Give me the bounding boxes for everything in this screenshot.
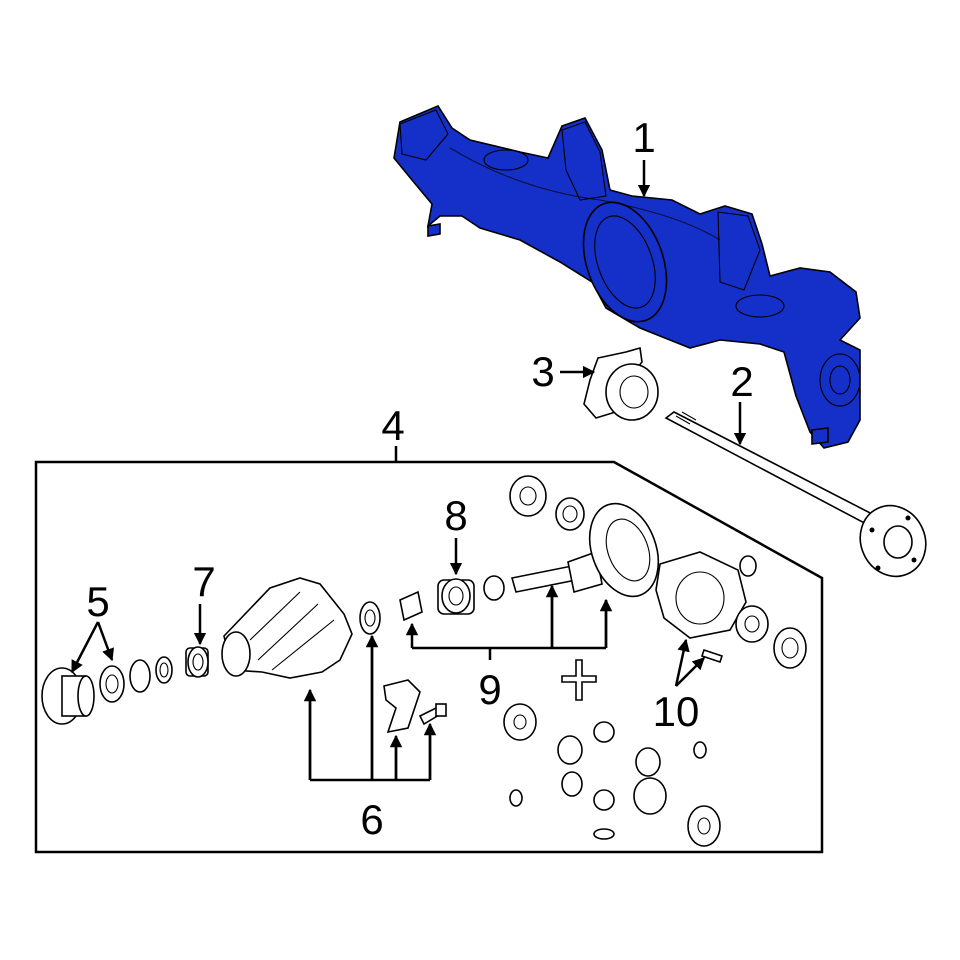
stud-left <box>427 223 441 237</box>
dust-deflector[interactable] <box>129 659 151 693</box>
diff-cover-opening <box>594 215 656 309</box>
case-bolt[interactable] <box>700 648 724 664</box>
carrier-neck <box>221 631 251 677</box>
pinion-seal-ring <box>99 665 125 703</box>
pinion-seal[interactable] <box>99 665 125 703</box>
callout-5: 5 <box>86 578 109 625</box>
flange-right <box>819 353 861 407</box>
case-bearing-race[interactable] <box>773 627 807 669</box>
diff-cover-flange <box>582 201 668 323</box>
small-washer[interactable] <box>693 741 707 759</box>
upper-bracket-right <box>717 211 761 291</box>
leader-10b <box>675 657 705 687</box>
axle-shaft-hub <box>883 525 913 559</box>
assembly-frame <box>34 460 824 854</box>
callout-6: 6 <box>360 796 383 843</box>
side-gear-washer[interactable] <box>503 703 537 741</box>
axle-shaft[interactable] <box>664 411 937 587</box>
callout-3: 3 <box>531 348 554 395</box>
flange-left <box>399 109 449 161</box>
front-pinion-bearing[interactable] <box>185 646 209 678</box>
callout-9: 9 <box>478 666 501 713</box>
drive-pinion[interactable] <box>510 550 603 594</box>
differential-case[interactable] <box>655 551 757 639</box>
lock-plate[interactable] <box>593 828 615 840</box>
case-washer[interactable] <box>687 805 721 847</box>
oil-slinger[interactable] <box>155 656 173 684</box>
axle-housing[interactable] <box>393 105 861 449</box>
case-bearing[interactable] <box>735 605 769 643</box>
leader-10a <box>674 638 690 687</box>
carrier-washer[interactable] <box>359 601 381 635</box>
leader-5a <box>70 621 100 674</box>
retainer-bearing <box>605 363 659 421</box>
thrust-washer-lower[interactable] <box>593 789 615 811</box>
spring-seat-right <box>735 294 785 318</box>
thrust-washer-small[interactable] <box>509 789 523 807</box>
callout-4: 4 <box>381 402 404 449</box>
callout-10: 10 <box>653 688 700 735</box>
differential-carrier[interactable] <box>221 577 353 679</box>
thrust-washer-upper[interactable] <box>593 721 615 743</box>
callout-1: 1 <box>632 114 655 161</box>
upper-bracket-left <box>561 121 607 201</box>
spider-gear[interactable] <box>633 777 667 815</box>
pinion-gear-lower[interactable] <box>561 771 583 797</box>
bearing-cap[interactable] <box>383 679 421 734</box>
callout-8: 8 <box>444 492 467 539</box>
collapsible-spacer[interactable] <box>399 590 423 622</box>
callout-7: 7 <box>192 558 215 605</box>
rear-pinion-bearing[interactable] <box>437 578 475 615</box>
leader-5b <box>96 621 114 662</box>
spring-seat-left <box>483 149 529 171</box>
companion-flange[interactable] <box>41 667 95 725</box>
pinion-shaft-cross[interactable] <box>561 659 597 701</box>
side-bearing-upper[interactable] <box>509 475 547 517</box>
side-gear-left[interactable] <box>557 735 583 765</box>
stud-right <box>811 427 829 445</box>
side-gear-right[interactable] <box>635 747 661 777</box>
pinion-spacer[interactable] <box>483 575 505 601</box>
cap-bolt[interactable] <box>418 703 447 726</box>
carrier-body <box>223 577 353 679</box>
ring-gear[interactable] <box>578 494 671 606</box>
callout-2: 2 <box>730 358 753 405</box>
side-bearing-race[interactable] <box>555 497 585 531</box>
bearing-retainer[interactable] <box>583 346 659 421</box>
